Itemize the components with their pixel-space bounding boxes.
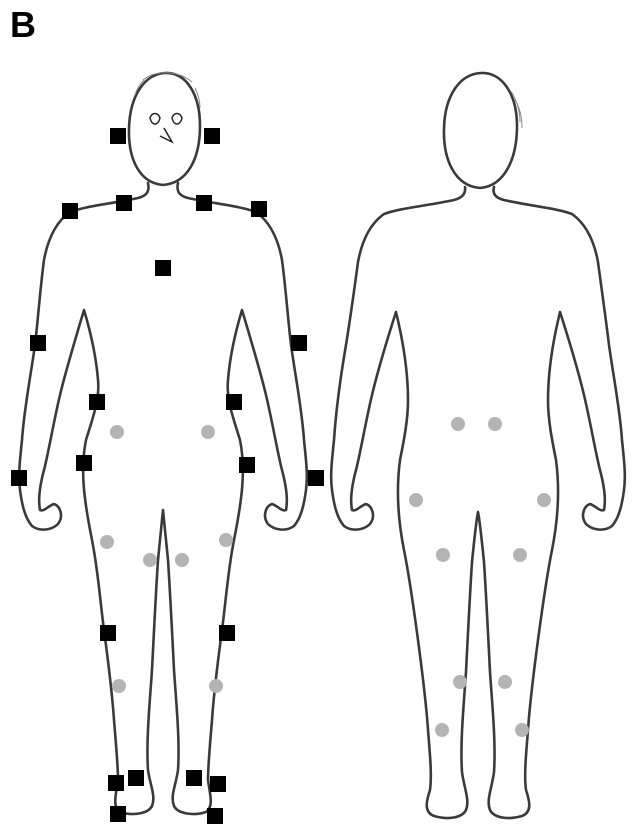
marker-grey	[409, 493, 423, 507]
front-body-outline	[19, 183, 307, 814]
marker-black	[76, 455, 92, 471]
marker-grey	[451, 417, 465, 431]
marker-grey	[488, 417, 502, 431]
marker-grey	[175, 553, 189, 567]
front-figure	[11, 73, 324, 824]
marker-grey	[436, 548, 450, 562]
marker-grey	[498, 675, 512, 689]
marker-black	[155, 260, 171, 276]
marker-black	[110, 128, 126, 144]
marker-black	[100, 625, 116, 641]
front-black-markers	[11, 128, 324, 824]
marker-black	[291, 335, 307, 351]
front-face-features	[150, 114, 182, 143]
marker-black	[11, 470, 27, 486]
marker-black	[62, 203, 78, 219]
marker-black	[89, 394, 105, 410]
marker-grey	[209, 679, 223, 693]
marker-grey	[201, 425, 215, 439]
marker-grey	[110, 425, 124, 439]
front-grey-markers	[100, 425, 233, 693]
marker-black	[251, 201, 267, 217]
marker-grey	[112, 679, 126, 693]
marker-grey	[100, 535, 114, 549]
marker-black	[207, 808, 223, 824]
marker-black	[226, 394, 242, 410]
marker-black	[116, 195, 132, 211]
marker-black	[204, 128, 220, 144]
marker-grey	[143, 553, 157, 567]
marker-black	[186, 770, 202, 786]
marker-grey	[537, 493, 551, 507]
marker-black	[210, 776, 226, 792]
marker-black	[196, 195, 212, 211]
back-head-outline	[444, 73, 517, 188]
back-grey-markers	[409, 417, 551, 737]
marker-grey	[435, 723, 449, 737]
back-figure	[331, 73, 625, 818]
marker-grey	[513, 548, 527, 562]
marker-black	[108, 775, 124, 791]
marker-black	[30, 335, 46, 351]
marker-black	[128, 770, 144, 786]
marker-black	[110, 806, 126, 822]
marker-grey	[515, 723, 529, 737]
front-hair	[135, 73, 200, 108]
marker-black	[239, 457, 255, 473]
marker-black	[219, 625, 235, 641]
marker-black	[308, 470, 324, 486]
marker-grey	[453, 675, 467, 689]
back-body-outline	[331, 187, 625, 818]
marker-grey	[219, 533, 233, 547]
